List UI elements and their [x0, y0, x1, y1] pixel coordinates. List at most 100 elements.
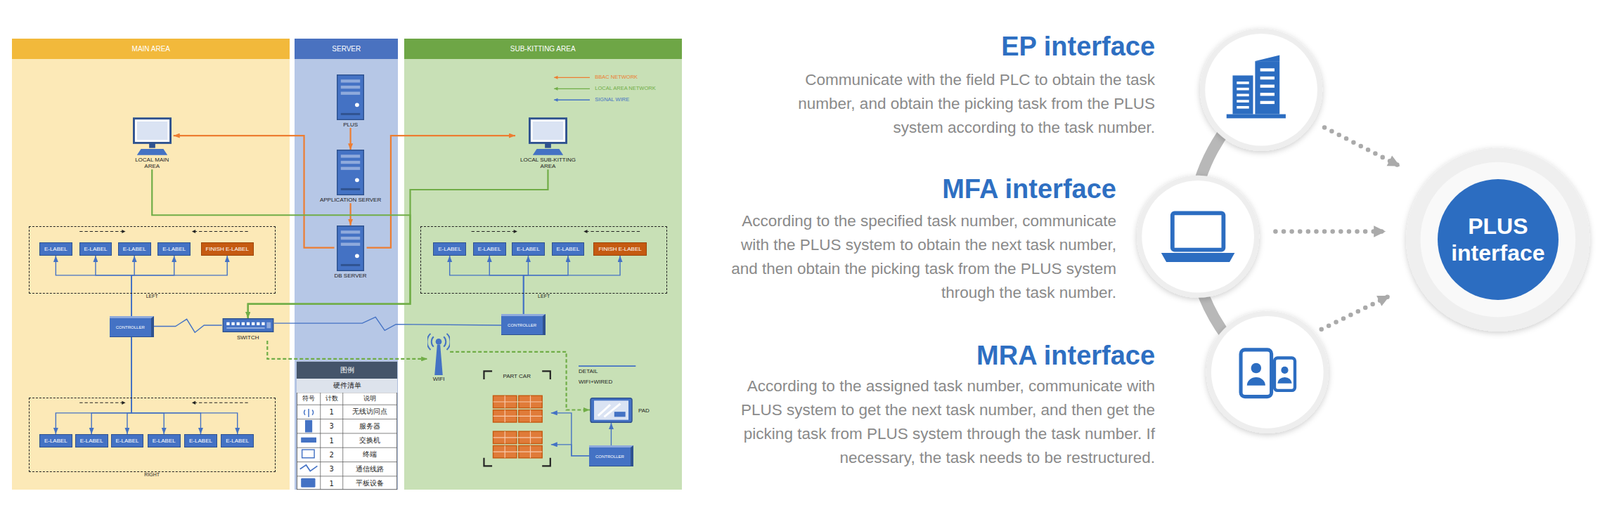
- drawn-rect: [241, 322, 244, 326]
- node-text: E-LABEL: [84, 246, 108, 253]
- node-text: E-LABEL: [189, 437, 213, 445]
- node-text: E-LABEL: [437, 246, 462, 253]
- area-heading: SUB-KITTING AREA: [404, 38, 682, 60]
- label-group: LEFTE-LABELE-LABELE-LABELE-LABELFINISH E…: [420, 226, 668, 294]
- table-rule: [296, 447, 397, 449]
- drawn-rect: [300, 478, 315, 488]
- drawn-path: [1277, 377, 1292, 384]
- area-band: SUB-KITTING AREALOCAL SUB-KITTING AREALE…: [404, 38, 682, 490]
- node-text: APPLICATION SERVER: [319, 196, 382, 204]
- table-cell: 符号: [296, 392, 320, 405]
- table-rule: [342, 392, 344, 490]
- finish-e-label: FINISH E-LABEL: [201, 242, 254, 256]
- e-label: E-LABEL: [39, 434, 73, 448]
- node-text: E-LABEL: [152, 437, 176, 445]
- drawn-shape: [355, 253, 360, 258]
- drawn-rect: [1260, 101, 1275, 105]
- node-text: PLUS interface: [1445, 213, 1551, 268]
- node-text: CONTROLLER: [507, 323, 537, 328]
- signal-wire: [274, 317, 502, 331]
- drawn-rect: [1260, 92, 1275, 96]
- server: DB SERVER: [334, 225, 367, 280]
- table-rule: [296, 461, 397, 463]
- node-text: E-LABEL: [478, 246, 502, 253]
- drawn-rect: [340, 230, 360, 234]
- drawn-rect: [231, 322, 235, 326]
- node-text: LEFT: [29, 293, 275, 299]
- table-cell: 3: [320, 462, 344, 477]
- bbac-network-link: [173, 135, 335, 249]
- icon-circle-face: [1211, 316, 1324, 429]
- e-label: E-LABEL: [473, 242, 507, 256]
- drawn-path: [300, 465, 318, 472]
- node-text: LOCAL SUB-KITTING AREA: [515, 156, 581, 170]
- bbac-network-link: [366, 135, 516, 249]
- drawn-path: [483, 371, 550, 467]
- switch-icon: [222, 318, 275, 333]
- legend-line-sample: [553, 88, 590, 90]
- table-cell: 通信线路: [343, 462, 398, 477]
- signal-wire: [610, 423, 612, 446]
- table-rule: [296, 404, 397, 406]
- lan-link: [267, 340, 428, 360]
- lan-link: [151, 169, 410, 319]
- drawn-rect: [544, 142, 552, 148]
- drawn-rect: [340, 160, 360, 164]
- monitor-icon: [132, 117, 172, 156]
- drawn-rect: [302, 449, 315, 459]
- drawn-rect: [340, 155, 360, 159]
- group-arrow: [471, 231, 518, 232]
- drawn-shape: [355, 178, 360, 183]
- drawn-rect: [532, 121, 564, 140]
- drawn-rect: [133, 118, 171, 144]
- node-text: PLUS: [343, 121, 358, 128]
- node-text: SWITCH: [236, 334, 260, 341]
- drawn-rect: [1260, 68, 1275, 72]
- controller: CONTROLLER: [589, 445, 634, 467]
- table-cell: 3: [320, 419, 344, 434]
- dotted-arrow: [1321, 295, 1390, 330]
- legend-text: SIGNAL WIRE: [594, 96, 630, 104]
- drawn-path: [304, 409, 314, 418]
- signal-wire: [523, 255, 529, 315]
- part-car: PART CAR: [482, 370, 552, 468]
- drawn-rect: [1274, 357, 1295, 391]
- dotted-arrow-head: [1373, 225, 1386, 237]
- drawn-rect: [1260, 76, 1275, 80]
- interface-circle: PLUS interface: [1437, 179, 1559, 301]
- node-text: E-LABEL: [123, 246, 147, 253]
- table-cell: 交换机: [343, 433, 398, 448]
- group-arrow-head: [191, 229, 196, 234]
- area-heading: MAIN AREA: [11, 38, 290, 60]
- node-text: LOCAL MAIN AREA: [130, 156, 174, 170]
- group-arrow-head: [121, 229, 126, 234]
- signal-wire: [55, 337, 132, 435]
- signal-wire: [131, 337, 201, 435]
- node-text: E-LABEL: [115, 437, 140, 445]
- node-text: FINISH E-LABEL: [205, 246, 249, 253]
- signal-wire: [131, 337, 238, 435]
- lan-link: [248, 169, 549, 319]
- drawn-rect: [261, 322, 265, 326]
- signal-wire: [551, 413, 590, 457]
- signal-wire: [131, 337, 164, 435]
- area-heading: SERVER: [294, 38, 398, 60]
- server-icon: [336, 74, 365, 121]
- terminal: LOCAL SUB-KITTING AREA: [515, 117, 581, 170]
- drawn-rect: [1236, 106, 1249, 109]
- drawn-rect: [340, 79, 360, 83]
- drawn-rect: [246, 322, 250, 326]
- node-text: E-LABEL: [225, 437, 249, 445]
- e-label: E-LABEL: [433, 242, 467, 256]
- dotted-arrow-head: [1376, 295, 1390, 307]
- drawn-rect: [1236, 99, 1249, 103]
- table-cell: 硬件清单: [296, 378, 397, 393]
- drawn-rect: [340, 236, 360, 240]
- table-cell: 2: [320, 447, 344, 462]
- node-text: CONTROLLER: [115, 325, 145, 330]
- lan-link: [449, 352, 590, 411]
- drawn-path: [427, 333, 450, 351]
- drawn-shape: [1280, 366, 1288, 374]
- drawn-rect: [340, 113, 360, 116]
